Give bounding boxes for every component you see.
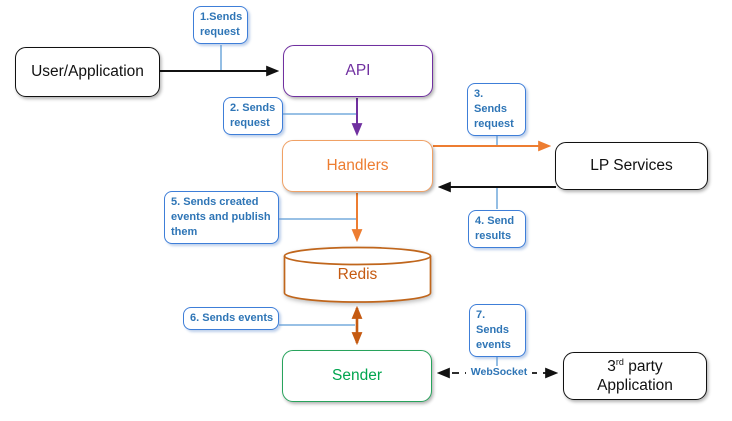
node-redis-label: Redis	[337, 266, 378, 283]
callout-4-send-results: 4. Send results	[468, 210, 526, 248]
redis-cylinder-shape	[283, 246, 432, 303]
node-third-party-application: 3rd party Application	[563, 352, 707, 400]
callout-6-sends-events: 6. Sends events	[183, 307, 279, 330]
node-sender: Sender	[282, 350, 432, 402]
node-handlers: Handlers	[282, 140, 433, 192]
websocket-edge-label: WebSocket	[466, 366, 532, 378]
node-lp-services: LP Services	[555, 142, 708, 190]
callout-7-sends-events: 7. Sends events	[469, 304, 526, 357]
node-third-party-line1: 3rd party	[607, 356, 663, 375]
callout-3-sends-request: 3. Sends request	[467, 83, 526, 136]
node-api: API	[283, 45, 433, 97]
node-lp-services-label: LP Services	[590, 156, 673, 174]
node-api-label: API	[345, 61, 371, 79]
node-third-party-line2: Application	[597, 376, 673, 394]
node-handlers-label: Handlers	[326, 156, 389, 174]
callout-2-sends-request: 2. Sends request	[223, 97, 283, 135]
node-user-application-label: User/Application	[31, 62, 144, 80]
callout-5-sends-created-events: 5. Sends created events and publish them	[164, 191, 279, 244]
node-user-application: User/Application	[15, 47, 160, 97]
node-redis: Redis	[283, 246, 432, 304]
node-sender-label: Sender	[332, 366, 382, 384]
callout-1-sends-request: 1.Sends request	[193, 6, 248, 44]
